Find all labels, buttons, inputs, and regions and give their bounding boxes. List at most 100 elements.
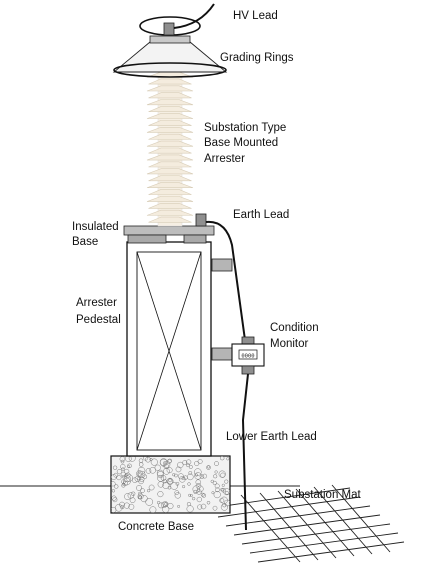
arrester-shed	[148, 216, 192, 223]
aggregate-stone	[111, 489, 116, 493]
aggregate-stone	[137, 493, 144, 500]
aggregate-stone	[111, 481, 116, 487]
aggregate-stone	[197, 504, 203, 510]
arrester-shed	[148, 120, 192, 126]
arrester-shed	[148, 189, 192, 195]
aggregate-stone	[206, 500, 211, 505]
aggregate-stone	[120, 459, 125, 464]
upper-clamp	[211, 258, 233, 272]
aggregate-stone	[167, 502, 174, 510]
aggregate-stone	[154, 464, 161, 471]
arrester-shed	[148, 133, 192, 140]
aggregate-stone	[174, 492, 181, 499]
aggregate-stone	[211, 491, 215, 495]
grading-rings-label: Grading Rings	[220, 52, 294, 64]
aggregate-stone	[114, 484, 119, 489]
aggregate-stone	[175, 481, 180, 486]
substation-mat-label: Substation Mat	[284, 489, 362, 501]
pedestal-label-1: Arrester	[76, 297, 117, 309]
aggregate-stone	[222, 503, 227, 508]
arrester-shed	[146, 168, 194, 175]
aggregate-stone	[145, 456, 151, 463]
aggregate-stone	[191, 496, 196, 501]
aggregate-stone	[220, 487, 224, 492]
arrester-shed	[146, 182, 194, 189]
aggregate-stone	[199, 474, 205, 479]
arrester-shed	[146, 154, 194, 161]
insulated-base-label-1: Insulated	[72, 221, 119, 233]
aggregate-stone	[145, 468, 152, 474]
hv-terminal	[163, 22, 175, 36]
earth-lead-terminal	[195, 213, 207, 227]
aggregate-stone	[188, 471, 193, 475]
aggregate-stone	[116, 475, 122, 481]
pedestal-label-2: Pedestal	[76, 314, 121, 326]
arrester-column	[146, 63, 194, 227]
aggregate-stone	[172, 473, 176, 477]
aggregate-stone	[128, 503, 135, 510]
aggregate-stone	[127, 463, 132, 469]
aggregate-stone	[163, 463, 169, 469]
aggregate-stone	[149, 457, 153, 462]
aggregate-stone	[213, 474, 218, 479]
aggregate-stone	[120, 505, 125, 510]
aggregate-stone	[214, 470, 218, 474]
aggregate-stone	[146, 488, 151, 493]
aggregate-stone	[131, 491, 136, 496]
aggregate-stone	[134, 475, 141, 482]
aggregate-stone	[177, 473, 184, 480]
arrester-shed	[146, 99, 194, 106]
aggregate-stone	[175, 466, 182, 473]
aggregate-stone	[157, 474, 164, 482]
aggregate-stone	[196, 485, 204, 493]
aggregate-stone	[186, 463, 191, 468]
arrester-label-3: Arrester	[204, 153, 245, 165]
arrester-shed	[146, 85, 194, 92]
aggregate-stone	[157, 491, 164, 498]
concrete-base	[110, 455, 231, 514]
aggregate-stone	[187, 482, 191, 486]
aggregate-stone	[159, 458, 168, 466]
aggregate-stone	[210, 479, 214, 484]
aggregate-stone	[119, 501, 125, 508]
arrester-label-2: Base Mounted	[204, 137, 278, 149]
aggregate-stone	[162, 481, 170, 489]
aggregate-stone	[212, 505, 218, 511]
aggregate-stone	[149, 467, 156, 474]
lower-clamp	[211, 347, 233, 361]
lower-earth-lead-label: Lower Earth Lead	[226, 431, 317, 443]
aggregate-stone	[219, 456, 225, 461]
aggregate-stone	[120, 463, 126, 470]
aggregate-stone	[128, 456, 136, 462]
aggregate-stone	[197, 459, 203, 464]
aggregate-stone	[142, 474, 148, 479]
aggregate-stone	[188, 493, 192, 497]
arrester-shed	[148, 92, 192, 99]
aggregate-stone	[170, 482, 178, 490]
aggregate-stone	[163, 467, 170, 475]
aggregate-stone	[226, 457, 230, 461]
aggregate-stone	[139, 476, 145, 482]
aggregate-stone	[186, 505, 194, 513]
aggregate-stone	[111, 506, 117, 513]
aggregate-stone	[206, 465, 211, 470]
aggregate-stone	[223, 488, 230, 496]
aggregate-stone	[136, 470, 143, 478]
aggregate-stone	[177, 504, 181, 508]
aggregate-stone	[121, 483, 126, 488]
aggregate-stone	[125, 456, 132, 462]
aggregate-stone	[162, 479, 167, 484]
aggregate-stone	[225, 491, 229, 495]
insulated-base	[123, 225, 215, 244]
aggregate-stone	[132, 477, 138, 483]
monitor-display-text: 0000	[241, 354, 254, 360]
aggregate-stone	[129, 497, 136, 504]
aggregate-stone	[116, 468, 123, 475]
aggregate-stone	[125, 472, 131, 478]
earth-lead-label: Earth Lead	[233, 209, 289, 221]
condition-monitor-label-1: Condition	[270, 322, 319, 334]
aggregate-stone	[213, 491, 221, 499]
arrester-shed	[146, 126, 194, 133]
aggregate-stone	[167, 478, 173, 485]
arrester-shed	[148, 202, 192, 209]
